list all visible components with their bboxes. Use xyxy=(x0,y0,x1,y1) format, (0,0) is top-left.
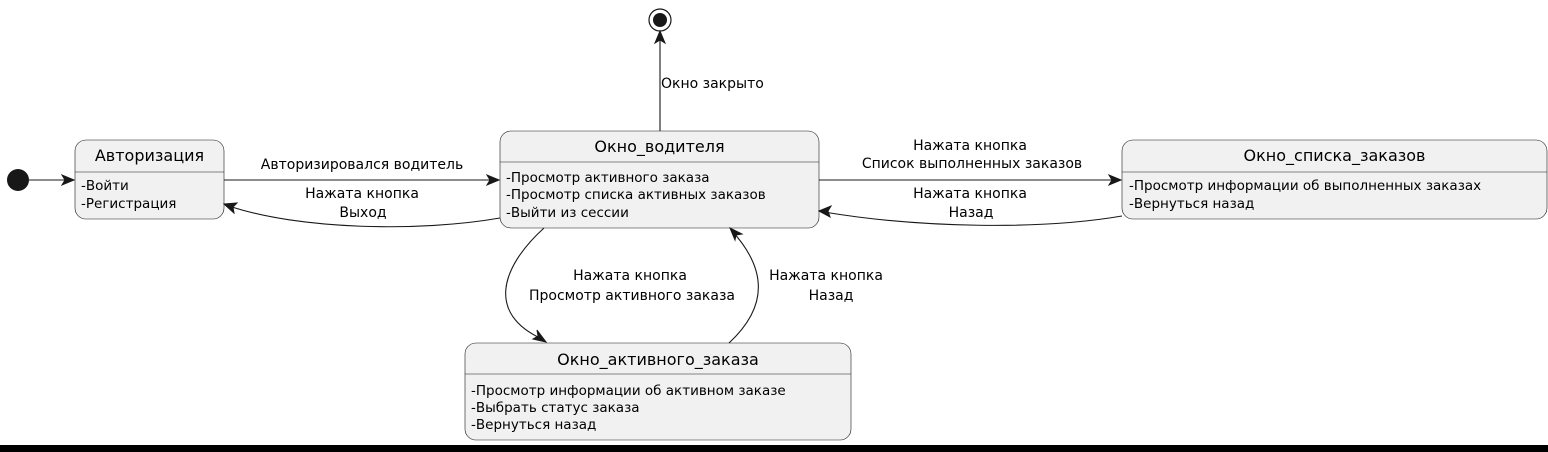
state-driver-window-item: -Выйти из сессии xyxy=(506,205,629,221)
transition-label: Назад xyxy=(949,205,994,221)
transition-driver-to-final: Окно закрыто xyxy=(653,29,764,131)
state-orders-list-window: Окно_списка_заказов -Просмотр информации… xyxy=(1121,139,1548,220)
transition-label: Окно закрыто xyxy=(661,76,764,92)
final-state xyxy=(648,8,672,32)
state-auth-item: -Регистрация xyxy=(81,196,176,212)
transition-start-to-auth xyxy=(29,173,76,187)
state-driver-window-title: Окно_водителя xyxy=(594,137,724,157)
state-active-order-window-item: -Просмотр информации об активном заказе xyxy=(471,383,786,399)
state-active-order-window-item: -Выбрать статус заказа xyxy=(471,400,640,416)
transition-label: Нажата кнопка xyxy=(305,186,419,202)
transition-label: Авторизировался водитель xyxy=(261,157,463,173)
state-orders-list-window-item: -Вернуться назад xyxy=(1129,196,1254,212)
transition-label: Нажата кнопка xyxy=(913,186,1027,202)
state-driver-window: Окно_водителя -Просмотр активного заказа… xyxy=(499,130,820,229)
transition-label: Нажата кнопка xyxy=(913,138,1027,154)
transition-driver-to-orders: Нажата кнопка Список выполненных заказов xyxy=(819,138,1123,187)
state-auth-title: Авторизация xyxy=(95,146,204,165)
state-active-order-window-title: Окно_активного_заказа xyxy=(557,350,759,370)
transition-label: Просмотр активного заказа xyxy=(529,288,735,304)
state-active-order-window-item: -Вернуться назад xyxy=(471,417,596,433)
bottom-bar xyxy=(0,445,1548,452)
state-orders-list-window-item: -Просмотр информации об выполненных зака… xyxy=(1129,178,1481,194)
transition-label: Список выполненных заказов xyxy=(862,156,1082,172)
state-driver-window-item: -Просмотр активного заказа xyxy=(506,170,710,186)
state-auth: Авторизация -Войти -Регистрация xyxy=(74,139,225,220)
transition-active-to-driver: Нажата кнопка Назад xyxy=(728,226,883,344)
transition-driver-to-auth: Нажата кнопка Выход xyxy=(222,186,501,228)
transition-driver-to-active: Нажата кнопка Просмотр активного заказа xyxy=(505,227,735,343)
transition-label: Назад xyxy=(809,288,854,304)
state-orders-list-window-title: Окно_списка_заказов xyxy=(1244,146,1426,166)
transition-auth-to-driver: Авторизировался водитель xyxy=(224,157,501,187)
initial-state xyxy=(7,169,29,191)
transition-label: Выход xyxy=(339,205,386,221)
state-active-order-window: Окно_активного_заказа -Просмотр информац… xyxy=(464,342,852,441)
transition-label: Нажата кнопка xyxy=(573,268,687,284)
state-driver-window-item: -Просмотр списка активных заказов xyxy=(506,187,766,203)
transition-label: Нажата кнопка xyxy=(769,268,883,284)
transition-orders-to-driver: Нажата кнопка Назад xyxy=(817,186,1123,226)
state-auth-item: -Войти xyxy=(81,178,129,194)
